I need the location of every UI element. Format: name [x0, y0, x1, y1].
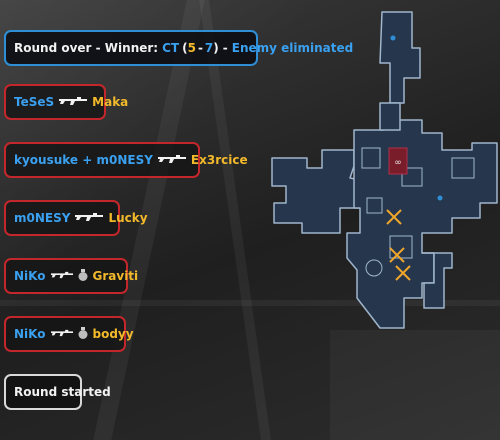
kill-entry: NiKo Graviti	[4, 258, 138, 294]
killer-name: m0NESY	[14, 211, 71, 225]
score-ct: 7	[204, 41, 214, 55]
kill-entry: kyousuke + m0NESY Ex3rcice	[4, 142, 248, 178]
bomb-site-markers	[386, 209, 411, 281]
killer-name: NiKo	[14, 327, 46, 341]
rifle-icon	[50, 327, 73, 341]
victim-name: Maka	[92, 95, 129, 109]
victim-name: Graviti	[92, 269, 139, 283]
victim-name: Ex3rcice	[190, 153, 248, 167]
radar-minimap: ∞	[271, 11, 498, 329]
victim-name: bodyy	[92, 327, 134, 341]
score-open-paren: (	[182, 41, 188, 55]
kill-entry: m0NESY Lucky	[4, 200, 148, 236]
round-started-banner: Round started	[4, 374, 111, 410]
bomb-carrier-zone	[388, 147, 408, 175]
round-over-label: Round over - Winner:	[14, 41, 159, 55]
rifle-icon	[75, 211, 104, 225]
rifle-icon	[59, 95, 88, 109]
killer-name: NiKo	[14, 269, 46, 283]
reason-separator: -	[222, 41, 228, 55]
killer-name: kyousuke + m0NESY	[14, 153, 153, 167]
svg-text:∞: ∞	[394, 158, 402, 168]
round-over-banner: Round over - Winner: CT ( 5 - 7 ) - Enem…	[4, 30, 353, 66]
grenade-icon	[78, 268, 88, 284]
score-dash: -	[197, 41, 203, 55]
score-close-paren: )	[213, 41, 219, 55]
victim-name: Lucky	[108, 211, 148, 225]
score-t: 5	[187, 41, 196, 55]
kill-entry: NiKo bodyy	[4, 316, 134, 352]
round-end-reason: Enemy eliminated	[231, 41, 354, 55]
grenade-icon	[78, 326, 88, 342]
round-started-label: Round started	[14, 385, 111, 399]
killer-name: TeSeS	[14, 95, 55, 109]
kill-entry: TeSeS Maka	[4, 84, 128, 120]
winner-team: CT	[162, 41, 180, 55]
rifle-icon	[157, 153, 186, 167]
rifle-icon	[50, 269, 73, 283]
